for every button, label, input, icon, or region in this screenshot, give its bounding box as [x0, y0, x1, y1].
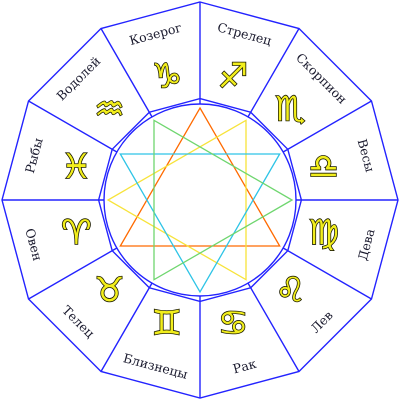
sign-name-label: Козерог: [128, 20, 184, 48]
cancer-icon: ♋︎: [218, 304, 248, 344]
star-triangle: [106, 119, 247, 281]
sign-name-label: Рыбы: [22, 136, 46, 175]
taurus-icon: ♉︎: [94, 271, 124, 311]
star-triangle: [119, 153, 281, 294]
sector-divider: [282, 100, 372, 153]
scorpio-icon: ♏︎: [275, 89, 305, 129]
sign-name-label: Лев: [308, 308, 336, 336]
sector-divider: [100, 282, 153, 372]
aquarius-icon: ♒︎: [94, 89, 124, 129]
leo-icon: ♌︎: [275, 271, 305, 311]
gemini-icon: ♊︎: [152, 304, 182, 344]
libra-icon: ♎︎: [308, 147, 338, 187]
sector-divider: [100, 28, 153, 118]
pisces-icon: ♓︎: [61, 147, 91, 187]
sign-name-label: Овен: [22, 227, 45, 263]
virgo-icon: ♍︎: [308, 213, 338, 253]
sign-name-label: Дева: [355, 227, 378, 262]
sign-glyphs: ♐︎ ♏︎♎︎ ♍︎♌︎ ♋︎ ♊︎ ♉︎♈︎ ♓︎♒︎ ♑︎: [60, 56, 339, 345]
star-triangle: [153, 119, 294, 281]
sector-divider: [28, 247, 118, 300]
sector-divider: [247, 28, 300, 118]
aries-icon: ♈︎: [61, 213, 91, 253]
star-lines: [106, 106, 294, 294]
sagittarius-icon: ♐︎: [218, 56, 248, 96]
sector-divider: [282, 247, 372, 300]
inner-dodecagon: [97, 97, 303, 303]
center-circle: [103, 103, 297, 297]
star-triangle: [119, 106, 281, 247]
sign-name-label: Рак: [231, 356, 258, 377]
sign-name-label: Близнецы: [122, 350, 190, 382]
sign-name-label: Весы: [355, 137, 378, 173]
sector-divider: [28, 100, 118, 153]
sector-divider: [247, 282, 300, 372]
capricorn-icon: ♑︎: [152, 56, 182, 96]
sign-name-label: Стрелец: [216, 19, 273, 48]
